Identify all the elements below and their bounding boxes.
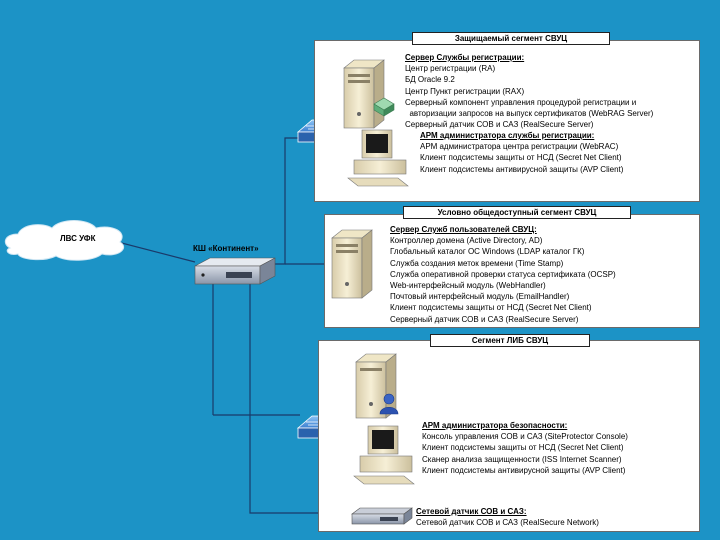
users-server-line: Служба оперативной проверки статуса серт… <box>390 269 616 279</box>
registration-server-line: Центр регистрации (RA) <box>405 64 496 74</box>
users-server-line: Почтовый интерфейсный модуль (EmailHandl… <box>390 292 570 302</box>
server-icon-users <box>331 229 373 299</box>
lan-label: ЛВС УФК <box>60 234 96 243</box>
registration-server-heading: Сервер Службы регистрации: <box>405 53 525 62</box>
server-icon-registration <box>343 59 385 129</box>
security-arm-heading: АРМ администратора безопасности: <box>422 421 568 430</box>
protected-segment-title: Защищаемый сегмент СВУЦ <box>412 32 610 45</box>
users-server-line: Клиент подсистемы защиты от НСД (Secret … <box>390 303 592 313</box>
users-server-line: Служба создания меток времени (Time Stam… <box>390 258 564 268</box>
registration-server-text: Сервер Службы регистрации: Центр регистр… <box>405 52 653 130</box>
registration-server-line: Центр Пункт регистрации (RAX) <box>405 86 525 96</box>
firewall-icon <box>194 257 276 285</box>
users-server-line: Web-интерфейсный модуль (WebHandler) <box>390 281 546 291</box>
users-server-line: Контроллер домена (Active Directory, AD) <box>390 236 543 246</box>
network-sensor-heading: Сетевой датчик СОВ и САЗ: <box>416 507 527 516</box>
database-icon <box>373 97 395 117</box>
network-sensor-icon <box>351 507 413 525</box>
registration-arm-line: Клиент подсистемы антивирусной защиты (A… <box>420 164 624 174</box>
security-segment-title: Сегмент ЛИБ СВУЦ <box>430 334 590 347</box>
security-arm-line: Консоль управления СОВ и САЗ (SiteProtec… <box>422 432 628 442</box>
workstation-icon-security <box>353 425 415 485</box>
security-arm-line: Клиент подсистемы антивирусной защиты (A… <box>422 465 626 475</box>
registration-server-line: Серверный компонент управления процедуро… <box>405 97 637 107</box>
registration-arm-line: Клиент подсистемы защиты от НСД (Secret … <box>420 153 622 163</box>
public-segment-title: Условно общедоступный сегмент СВУЦ <box>403 206 631 219</box>
users-server-line: Серверный датчик СОВ и САЗ (RealSecure S… <box>390 314 579 324</box>
user-icon <box>379 393 399 415</box>
security-arm-text: АРМ администратора безопасности: Консоль… <box>422 420 628 476</box>
registration-arm-line: АРМ администратора центра регистрации (W… <box>420 142 619 152</box>
users-server-heading: Сервер Служб пользователей СВУЦ: <box>390 225 537 234</box>
registration-server-line: БД Oracle 9.2 <box>405 75 455 85</box>
lan-cloud-icon <box>4 220 125 261</box>
users-server-text: Сервер Служб пользователей СВУЦ: Контрол… <box>390 224 616 325</box>
registration-server-line: Серверный датчик СОВ и САЗ (RealSecure S… <box>405 120 594 130</box>
security-arm-line: Сканер анализа защищенности (ISS Interne… <box>422 454 622 464</box>
registration-server-line: авторизации запросов на выпуск сертифика… <box>405 109 654 119</box>
public-segment-panel <box>324 214 700 328</box>
network-sensor-text: Сетевой датчик СОВ и САЗ: Сетевой датчик… <box>416 506 599 528</box>
users-server-line: Глобальный каталог ОС Windows (LDAP ката… <box>390 247 585 257</box>
registration-arm-heading: АРМ администратора службы регистрации: <box>420 131 595 140</box>
firewall-label: КШ «Континент» <box>193 244 259 253</box>
security-arm-line: Клиент подсистемы защиты от НСД (Secret … <box>422 443 624 453</box>
workstation-icon-registration <box>347 129 409 187</box>
network-sensor-line: Сетевой датчик СОВ и САЗ (RealSecure Net… <box>416 518 599 528</box>
registration-arm-text: АРМ администратора службы регистрации: А… <box>420 130 623 175</box>
